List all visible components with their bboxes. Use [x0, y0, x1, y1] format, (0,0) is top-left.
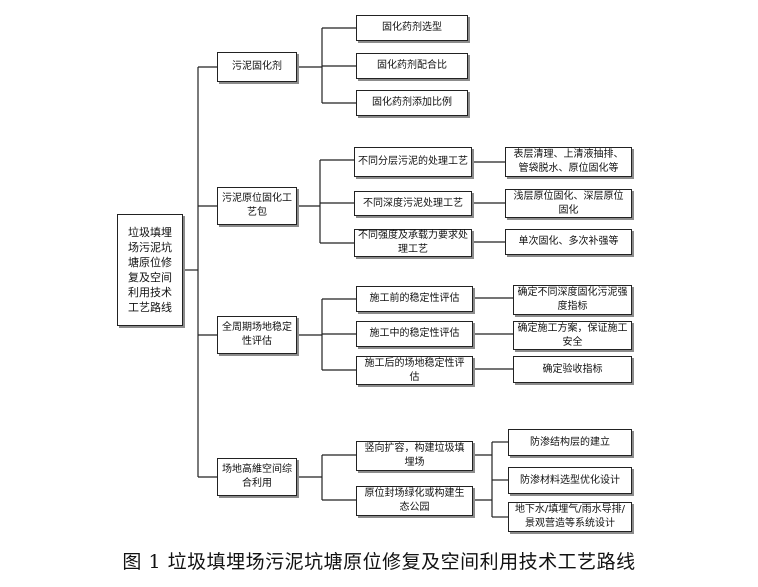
depth-sludge-outcome: 浅层原位固化、深层原位固化: [505, 189, 632, 218]
anti-seepage-material: 防渗材料选型优化设计: [508, 467, 632, 494]
layered-sludge-process: 不同分层污泥的处理工艺: [354, 147, 472, 177]
agent-dosage-ratio: 固化药剂添加比例: [356, 90, 468, 116]
branch-sludge-curing-agent: 污泥固化剂: [217, 52, 297, 82]
root-box: 垃圾填埋场污泥坑塘原位修复及空间利用技术工艺路线: [117, 214, 183, 326]
during-construction-assessment: 施工中的稳定性评估: [356, 321, 473, 347]
acceptance-index-outcome: 确定验收指标: [513, 356, 632, 383]
agent-mix-ratio: 固化药剂配合比: [356, 53, 468, 79]
anti-seepage-layer: 防渗结构层的建立: [508, 429, 632, 456]
branch-stability-assessment: 全周期场地稳定性评估: [217, 316, 297, 354]
depth-sludge-process: 不同深度污泥处理工艺: [354, 191, 472, 216]
strength-requirement-outcome: 单次固化、多次补强等: [505, 229, 632, 255]
closure-greening: 原位封场绿化或构建生态公园: [356, 486, 473, 516]
branch-space-utilization: 场地高維空间综合利用: [217, 458, 297, 496]
connector-lines: [183, 27, 513, 518]
figure-caption: 图 1 垃圾填埋场污泥坑塘原位修复及空间利用技术工艺路线: [122, 551, 636, 573]
branch-insitu-curing-package: 污泥原位固化工艺包: [217, 187, 297, 225]
vertical-expansion: 竖向扩容，构建垃圾填埋场: [356, 441, 473, 471]
process-route-diagram: 垃圾填埋场污泥坑塘原位修复及空间利用技术工艺路线 污泥固化剂 污泥原位固化工艺包…: [117, 15, 632, 532]
layered-sludge-outcome: 表层清理、上清液抽排、管袋脱水、原位固化等: [505, 147, 632, 177]
strength-index-outcome: 确定不同深度固化污泥强度指标: [513, 285, 632, 315]
pre-construction-assessment: 施工前的稳定性评估: [356, 286, 473, 312]
post-construction-assessment: 施工后的场地稳定性评估: [356, 356, 473, 385]
strength-requirement-process: 不同强度及承载力要求处理工艺: [354, 229, 472, 257]
drainage-system-design: 地下水/填埋气/雨水导排/景观营造等系统设计: [508, 502, 632, 532]
agent-selection: 固化药剂选型: [356, 15, 468, 41]
construction-plan-outcome: 确定施工方案，保证施工安全: [513, 321, 632, 350]
